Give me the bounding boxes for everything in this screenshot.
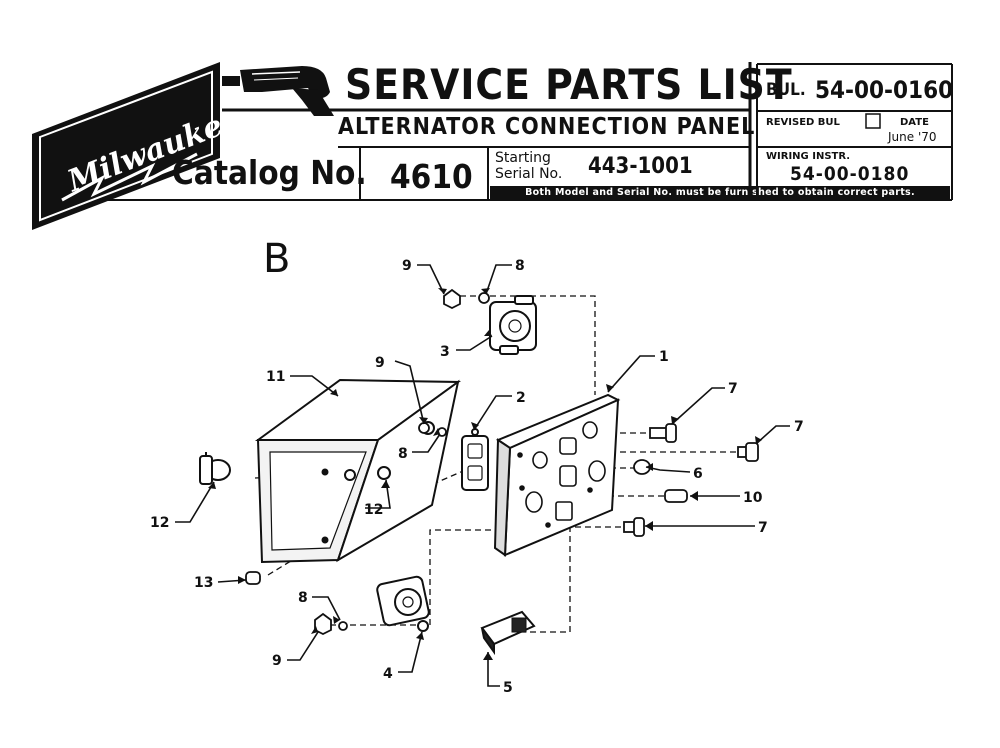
date-value: June '70 bbox=[888, 130, 937, 144]
bulletin-label: BUL. bbox=[766, 80, 806, 100]
catalog-label: Catalog No. bbox=[172, 153, 367, 192]
revised-bulletin-label: REVISED BUL bbox=[766, 117, 840, 128]
part-top-receptacle bbox=[489, 295, 537, 355]
bulletin-number: 54-00-0160 bbox=[815, 76, 954, 104]
wiring-instructions-label: WIRING INSTR. bbox=[766, 151, 851, 162]
callout-12-mid: 12 bbox=[364, 502, 383, 518]
starting-serial-label: Starting Serial No. bbox=[495, 150, 562, 182]
callout-11: 11 bbox=[266, 369, 285, 385]
callout-3: 3 bbox=[440, 344, 450, 360]
callout-5: 5 bbox=[503, 680, 513, 696]
catalog-number: 4610 bbox=[390, 157, 473, 196]
milwaukee-logo: Milwaukee bbox=[32, 62, 220, 230]
page-subtitle: ALTERNATOR CONNECTION PANEL bbox=[338, 114, 756, 140]
bushing-10 bbox=[664, 489, 688, 503]
part-duplex-receptacle bbox=[461, 428, 489, 491]
callout-13: 13 bbox=[194, 575, 213, 591]
starting-label-line1: Starting bbox=[495, 150, 551, 166]
part-enclosure-box bbox=[254, 378, 462, 564]
callout-9-low: 9 bbox=[272, 653, 282, 669]
callout-9-mid: 9 bbox=[375, 355, 385, 371]
page-title: SERVICE PARTS LIST bbox=[345, 60, 793, 109]
part-connector bbox=[199, 452, 391, 485]
callout-7-a: 7 bbox=[728, 381, 738, 397]
callout-2: 2 bbox=[516, 390, 526, 406]
callout-9-top: 9 bbox=[402, 258, 412, 274]
nut-9-top bbox=[443, 288, 461, 310]
callout-8-mid: 8 bbox=[398, 446, 408, 462]
callout-8-top: 8 bbox=[515, 258, 525, 274]
callout-7-c: 7 bbox=[758, 520, 768, 536]
screw-7-c bbox=[623, 517, 645, 537]
starting-label-line2: Serial No. bbox=[495, 166, 563, 182]
starting-serial-number: 443-1001 bbox=[588, 154, 693, 179]
part-panel bbox=[493, 393, 621, 557]
date-label: DATE bbox=[900, 117, 929, 128]
callout-1: 1 bbox=[659, 349, 669, 365]
callout-6: 6 bbox=[693, 466, 703, 482]
nut-9-mid bbox=[418, 422, 430, 434]
callout-8-low: 8 bbox=[298, 590, 308, 606]
serial-notice-banner: Both Model and Serial No. must be furnis… bbox=[490, 186, 950, 200]
callout-7-b: 7 bbox=[794, 419, 804, 435]
callout-10: 10 bbox=[743, 490, 763, 506]
washer-8-top bbox=[478, 292, 490, 304]
part-switch bbox=[480, 610, 536, 656]
screw-13 bbox=[245, 571, 261, 585]
screw-7-a bbox=[649, 423, 677, 443]
arrowheads bbox=[208, 288, 762, 660]
callout-12-left: 12 bbox=[150, 515, 169, 531]
washer-8-low bbox=[338, 621, 348, 631]
screw-7-b bbox=[737, 442, 759, 462]
callout-4: 4 bbox=[383, 666, 393, 682]
view-label: B bbox=[263, 236, 291, 282]
header-rules bbox=[100, 62, 953, 201]
part-lower-receptacle bbox=[376, 575, 430, 632]
fasteners bbox=[245, 288, 759, 636]
wiring-instructions-number: 54-00-0180 bbox=[790, 163, 910, 185]
